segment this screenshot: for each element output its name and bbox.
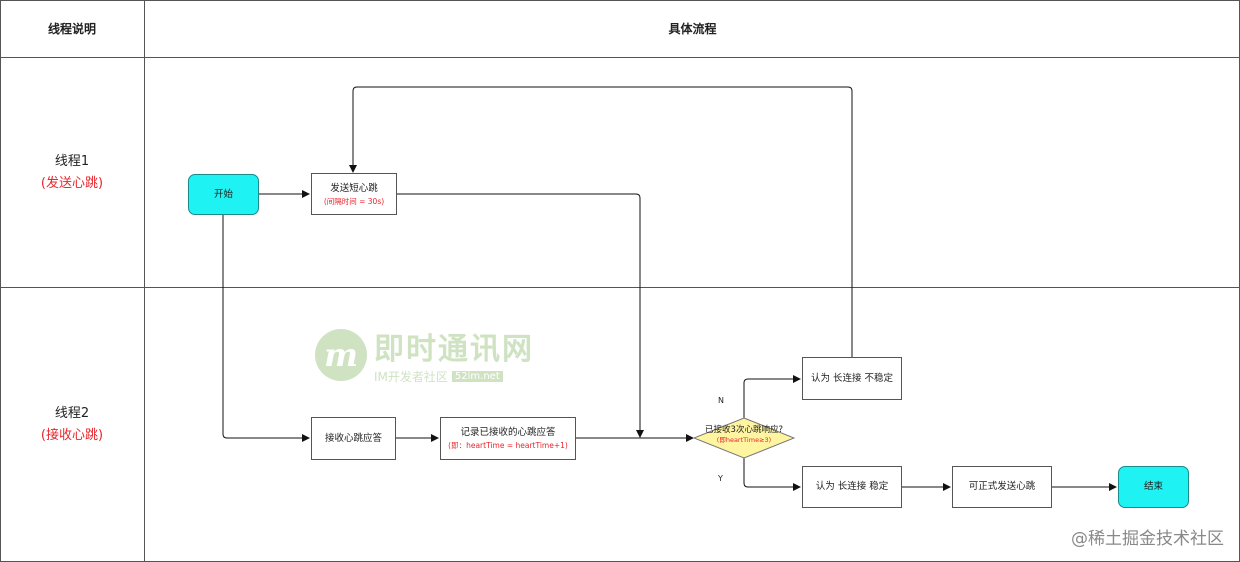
watermark: m 即时通讯网 IM开发者社区 52im.net <box>312 324 534 385</box>
end-label: 结束 <box>1143 481 1163 492</box>
unstable-node: 认为 长连接 不稳定 <box>802 357 902 400</box>
stable-node: 认为 长连接 稳定 <box>802 466 902 508</box>
decision-note: (即heartTime≥3) <box>716 436 772 444</box>
edge-decision-unstable <box>743 375 801 418</box>
decision-diamond-shape <box>693 417 795 459</box>
record-response-label: 记录已接收的心跳应答 <box>460 427 556 438</box>
lane-thread2-title: 线程2 <box>54 406 90 421</box>
formal-heartbeat-node: 可正式发送心跳 <box>952 466 1052 508</box>
end-node: 结束 <box>1118 466 1189 508</box>
edge-send-merge <box>397 193 644 438</box>
decision-node: 已接收3次心跳响应? (即heartTime≥3) <box>693 425 795 445</box>
watermark-tag: 52im.net <box>451 371 503 382</box>
lane-thread1-subtitle: (发送心跳) <box>40 175 104 191</box>
send-heartbeat-note: (间隔时间 = 30s) <box>323 196 385 206</box>
send-heartbeat-label: 发送短心跳 <box>330 182 378 194</box>
lane-thread2: 线程2 (接收心跳) <box>0 288 144 562</box>
record-response-note: (即：heartTime = heartTime+1) <box>448 441 568 450</box>
credit-watermark: @稀土掘金技术社区 <box>1071 529 1224 549</box>
header-thread-desc: 线程说明 <box>47 22 96 36</box>
edge-unstable-loop <box>349 86 853 357</box>
lane-thread1-title: 线程1 <box>54 153 90 169</box>
start-node: 开始 <box>188 174 259 215</box>
unstable-label: 认为 长连接 不稳定 <box>810 372 894 384</box>
lane-thread2-subtitle: (接收心跳) <box>40 428 104 443</box>
watermark-subtitle: IM开发者社区 <box>374 370 448 384</box>
receive-response-node: 接收心跳应答 <box>311 417 396 460</box>
edge-start-receive <box>222 215 310 442</box>
send-heartbeat-node: 发送短心跳 (间隔时间 = 30s) <box>311 173 397 215</box>
edge-label-yes: Y <box>718 474 723 483</box>
edge-label-no: N <box>718 396 724 405</box>
watermark-logo-icon: m <box>315 328 367 381</box>
formal-heartbeat-label: 可正式发送心跳 <box>968 481 1036 492</box>
header-flow: 具体流程 <box>668 22 717 36</box>
stable-label: 认为 长连接 稳定 <box>815 481 889 492</box>
decision-label: 已接收3次心跳响应? <box>705 425 783 435</box>
lane-thread1: 线程1 (发送心跳) <box>0 58 144 287</box>
watermark-title: 即时通讯网 <box>374 332 534 367</box>
svg-text:m: m <box>324 336 358 374</box>
record-response-node: 记录已接收的心跳应答 (即：heartTime = heartTime+1) <box>440 417 576 460</box>
receive-response-label: 接收心跳应答 <box>324 432 382 444</box>
start-label: 开始 <box>213 188 233 200</box>
edge-decision-stable <box>743 458 801 491</box>
